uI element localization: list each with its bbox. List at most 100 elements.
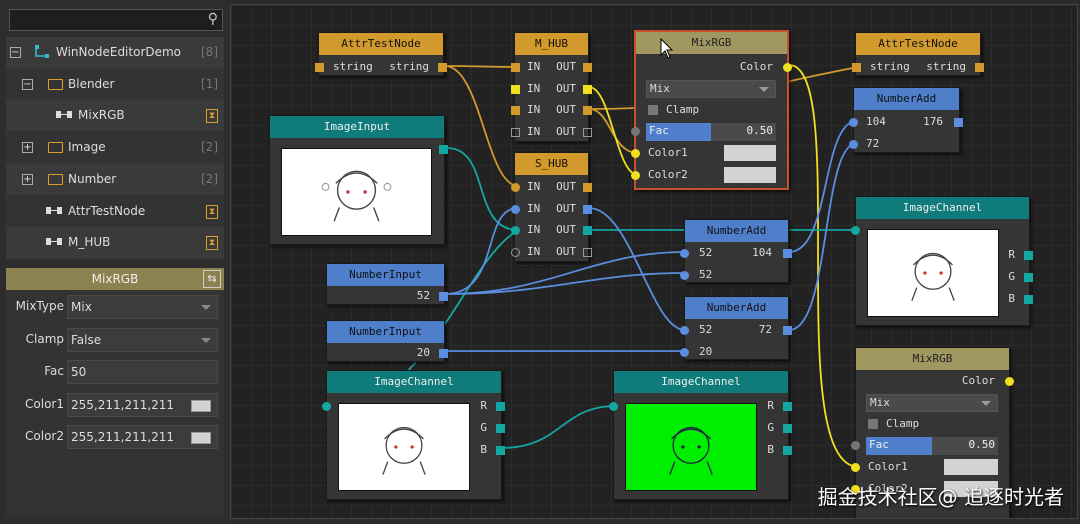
attr-test-node-2[interactable]: AttrTestNode string string: [852, 32, 984, 76]
output-port[interactable]: [496, 402, 505, 411]
output-port[interactable]: [954, 118, 963, 127]
output-port[interactable]: [583, 183, 592, 192]
input-port[interactable]: [849, 118, 858, 127]
clamp-select[interactable]: False: [67, 328, 218, 352]
port-value: 104: [752, 246, 772, 259]
color2-swatch[interactable]: [724, 167, 776, 183]
output-port[interactable]: [783, 402, 792, 411]
m-hub-node[interactable]: M_HUB IN OUT IN OUT IN OUT IN OUT: [511, 32, 592, 142]
input-port[interactable]: [680, 249, 689, 258]
tree-item-mixrgb[interactable]: MixRGB ⧗: [6, 100, 224, 131]
output-port[interactable]: [783, 249, 792, 258]
color1-swatch[interactable]: [944, 459, 998, 475]
output-port[interactable]: [496, 446, 505, 455]
number-input-node-1[interactable]: NumberInput 52: [326, 263, 448, 305]
search-icon[interactable]: ⚲: [207, 11, 218, 27]
number-add-node-2[interactable]: NumberAdd 52 104 52: [680, 219, 792, 283]
input-port[interactable]: [609, 402, 618, 411]
mixtype-select[interactable]: Mix: [67, 295, 218, 319]
image-channel-node-3[interactable]: ImageChannel R G B: [609, 370, 792, 500]
output-port[interactable]: [496, 424, 505, 433]
output-port[interactable]: [783, 326, 792, 335]
output-port[interactable]: [975, 63, 984, 72]
output-port[interactable]: [439, 349, 448, 358]
s-hub-node[interactable]: S_HUB IN OUT IN OUT IN OUT IN OUT: [511, 152, 592, 262]
input-port[interactable]: [511, 183, 520, 192]
output-port[interactable]: [439, 145, 448, 154]
mix-mode-select[interactable]: Mix: [646, 80, 776, 98]
output-port[interactable]: [439, 292, 448, 301]
wire: [444, 207, 519, 295]
expand-icon[interactable]: +: [22, 142, 33, 153]
image-channel-node-2[interactable]: ImageChannel R G B: [322, 370, 505, 500]
output-port[interactable]: [583, 106, 592, 115]
swap-icon[interactable]: ⇆: [203, 270, 221, 288]
output-port[interactable]: [1005, 377, 1014, 386]
output-port[interactable]: [583, 205, 592, 214]
color1-swatch[interactable]: [724, 145, 776, 161]
input-port[interactable]: [511, 226, 520, 235]
tree-item-attrtestnode[interactable]: AttrTestNode ⧗: [6, 196, 224, 227]
input-port[interactable]: [849, 140, 858, 149]
input-port[interactable]: [631, 171, 640, 180]
input-port[interactable]: [322, 402, 331, 411]
fac-input[interactable]: 50: [67, 360, 218, 384]
collapse-icon[interactable]: −: [22, 79, 33, 90]
mix-mode-select[interactable]: Mix: [866, 394, 998, 412]
input-port[interactable]: [631, 127, 640, 136]
output-port[interactable]: [583, 128, 592, 137]
number-add-node-1[interactable]: NumberAdd 104 176 72: [849, 87, 963, 153]
clamp-checkbox[interactable]: [648, 105, 658, 115]
expand-icon[interactable]: +: [22, 174, 33, 185]
input-port[interactable]: [680, 326, 689, 335]
input-port[interactable]: [511, 205, 520, 214]
number-input-node-2[interactable]: NumberInput 20: [326, 320, 448, 362]
image-input-node[interactable]: ImageInput: [269, 115, 448, 245]
tree-item-image[interactable]: + Image [2]: [6, 132, 224, 163]
output-port[interactable]: [1024, 273, 1033, 282]
color-swatch[interactable]: [191, 432, 211, 444]
color2-input[interactable]: 255,211,211,211: [67, 425, 218, 449]
output-port[interactable]: [583, 248, 592, 257]
input-port[interactable]: [851, 441, 860, 450]
node-canvas[interactable]: AttrTestNode string string M_HUB IN OUT …: [230, 4, 1078, 519]
tree-item-mhub[interactable]: M_HUB ⧗: [6, 227, 224, 258]
number-add-node-3[interactable]: NumberAdd 52 72 20: [680, 296, 792, 360]
output-port[interactable]: [583, 63, 592, 72]
input-port[interactable]: [851, 485, 860, 494]
input-port[interactable]: [315, 63, 324, 72]
input-port[interactable]: [680, 348, 689, 357]
search-input[interactable]: ⚲: [9, 9, 223, 31]
attr-test-node-1[interactable]: AttrTestNode string string: [315, 32, 447, 76]
color2-swatch[interactable]: [944, 481, 998, 497]
output-port[interactable]: [783, 63, 792, 72]
input-port[interactable]: [511, 63, 520, 72]
color1-input[interactable]: 255,211,211,211: [67, 393, 218, 417]
output-port[interactable]: [783, 446, 792, 455]
input-port[interactable]: [851, 226, 860, 235]
input-port[interactable]: [511, 85, 520, 94]
input-port[interactable]: [851, 463, 860, 472]
input-port[interactable]: [511, 248, 520, 257]
image-channel-node-1[interactable]: ImageChannel R G B: [851, 196, 1033, 326]
tree-item-root[interactable]: − WinNodeEditorDemo [8]: [6, 37, 224, 68]
input-port[interactable]: [511, 106, 520, 115]
output-port[interactable]: [583, 226, 592, 235]
output-port[interactable]: [438, 63, 447, 72]
clamp-checkbox[interactable]: [868, 419, 878, 429]
tree-item-number[interactable]: + Number [2]: [6, 164, 224, 195]
tree-item-blender[interactable]: − Blender [1]: [6, 69, 224, 100]
output-port[interactable]: [583, 85, 592, 94]
color-swatch[interactable]: [191, 400, 211, 412]
collapse-icon[interactable]: −: [10, 47, 21, 58]
input-port[interactable]: [852, 63, 861, 72]
output-port[interactable]: [783, 424, 792, 433]
input-port[interactable]: [511, 128, 520, 137]
input-port[interactable]: [680, 271, 689, 280]
output-port[interactable]: [1024, 295, 1033, 304]
output-port[interactable]: [1024, 251, 1033, 260]
input-port[interactable]: [631, 149, 640, 158]
